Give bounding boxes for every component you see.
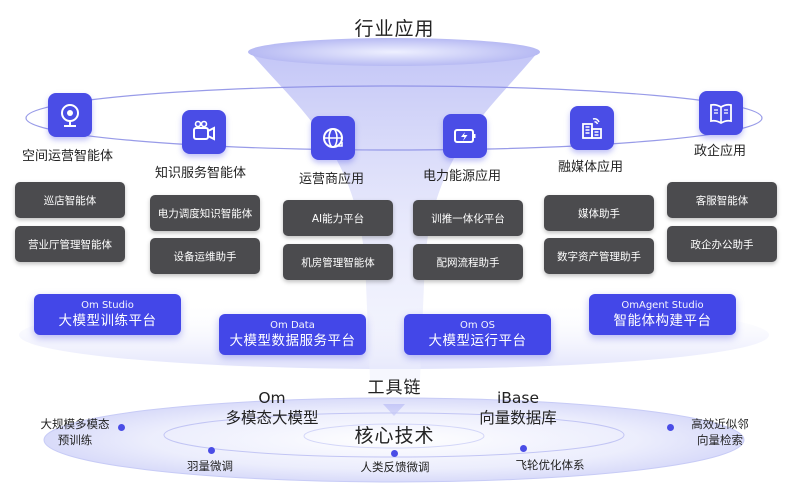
solution-box: 营业厅管理智能体 <box>15 226 125 262</box>
core-outer-ring <box>43 397 745 483</box>
solution-box: 数字资产管理助手 <box>544 238 654 274</box>
ann-search-label: 高效近似邻 向量检索 <box>680 416 760 448</box>
ann-line2: 向量检索 <box>697 433 743 447</box>
pretrain-label: 大规模多模态 预训练 <box>30 416 120 448</box>
platform-main: 智能体构建平台 <box>613 312 712 329</box>
feather-dot <box>208 447 215 454</box>
pretrain-line1: 大规模多模态 <box>40 417 110 431</box>
feather-tuning-label: 羽量微调 <box>187 459 233 473</box>
flywheel-dot <box>520 445 527 452</box>
solution-box: AI能力平台 <box>283 200 393 236</box>
platform-main: 大模型运行平台 <box>428 332 527 349</box>
platform-box-agent: OmAgent Studio 智能体构建平台 <box>589 294 736 335</box>
solution-box: 媒体助手 <box>544 195 654 231</box>
core-title: 核心技术 <box>354 425 435 447</box>
battery-charge-icon <box>443 114 487 158</box>
platform-box-data: Om Data 大模型数据服务平台 <box>219 314 366 355</box>
webcam-icon <box>48 93 92 137</box>
category-label-media: 融媒体应用 <box>558 160 624 175</box>
om-name: Om <box>258 389 286 407</box>
ibase-desc: 向量数据库 <box>479 409 557 427</box>
platform-sub: Om Data <box>270 319 315 331</box>
solution-box: 机房管理智能体 <box>283 244 393 280</box>
pretrain-dot <box>118 424 125 431</box>
ibase-label: iBase 向量数据库 <box>468 388 568 428</box>
media-building-icon <box>570 106 614 150</box>
solution-box: 训推一体化平台 <box>413 200 523 236</box>
solution-box: 客服智能体 <box>667 182 777 218</box>
category-label-carrier: 运营商应用 <box>299 172 365 187</box>
rlhf-label: 人类反馈微调 <box>360 460 430 474</box>
category-label-knowledge: 知识服务智能体 <box>155 166 247 181</box>
platform-main: 大模型训练平台 <box>58 312 157 329</box>
book-icon <box>699 91 743 135</box>
toolchain-title: 工具链 <box>367 378 422 398</box>
platform-sub: OmAgent Studio <box>621 299 704 311</box>
solution-box: 电力调度知识智能体 <box>150 195 260 231</box>
ann-line1: 高效近似邻 <box>691 417 749 431</box>
solution-box: 巡店智能体 <box>15 182 125 218</box>
platform-main: 大模型数据服务平台 <box>229 332 356 349</box>
ann-dot <box>667 424 674 431</box>
om-desc: 多模态大模型 <box>225 409 319 427</box>
platform-sub: Om OS <box>459 319 495 331</box>
flywheel-label: 飞轮优化体系 <box>515 458 585 472</box>
funnel-top <box>248 38 540 66</box>
page-title: 行业应用 <box>354 18 435 40</box>
application-ring <box>25 85 763 151</box>
solution-box: 配网流程助手 <box>413 244 523 280</box>
pretrain-line2: 预训练 <box>57 433 93 447</box>
category-label-power: 电力能源应用 <box>423 169 502 184</box>
globe-refresh-icon <box>311 116 355 160</box>
ibase-name: iBase <box>496 389 540 407</box>
video-camera-icon <box>182 110 226 154</box>
rlhf-dot <box>391 450 398 457</box>
core-inner-ring <box>163 412 625 458</box>
solution-box: 政企办公助手 <box>667 226 777 262</box>
category-label-space: 空间运营智能体 <box>22 149 114 164</box>
solution-box: 设备运维助手 <box>150 238 260 274</box>
platform-box-studio: Om Studio 大模型训练平台 <box>34 294 181 335</box>
category-label-gov: 政企应用 <box>694 144 747 159</box>
platform-sub: Om Studio <box>81 299 134 311</box>
core-center-ring <box>303 423 485 449</box>
om-model-label: Om 多模态大模型 <box>222 388 322 428</box>
platform-box-os: Om OS 大模型运行平台 <box>404 314 551 355</box>
